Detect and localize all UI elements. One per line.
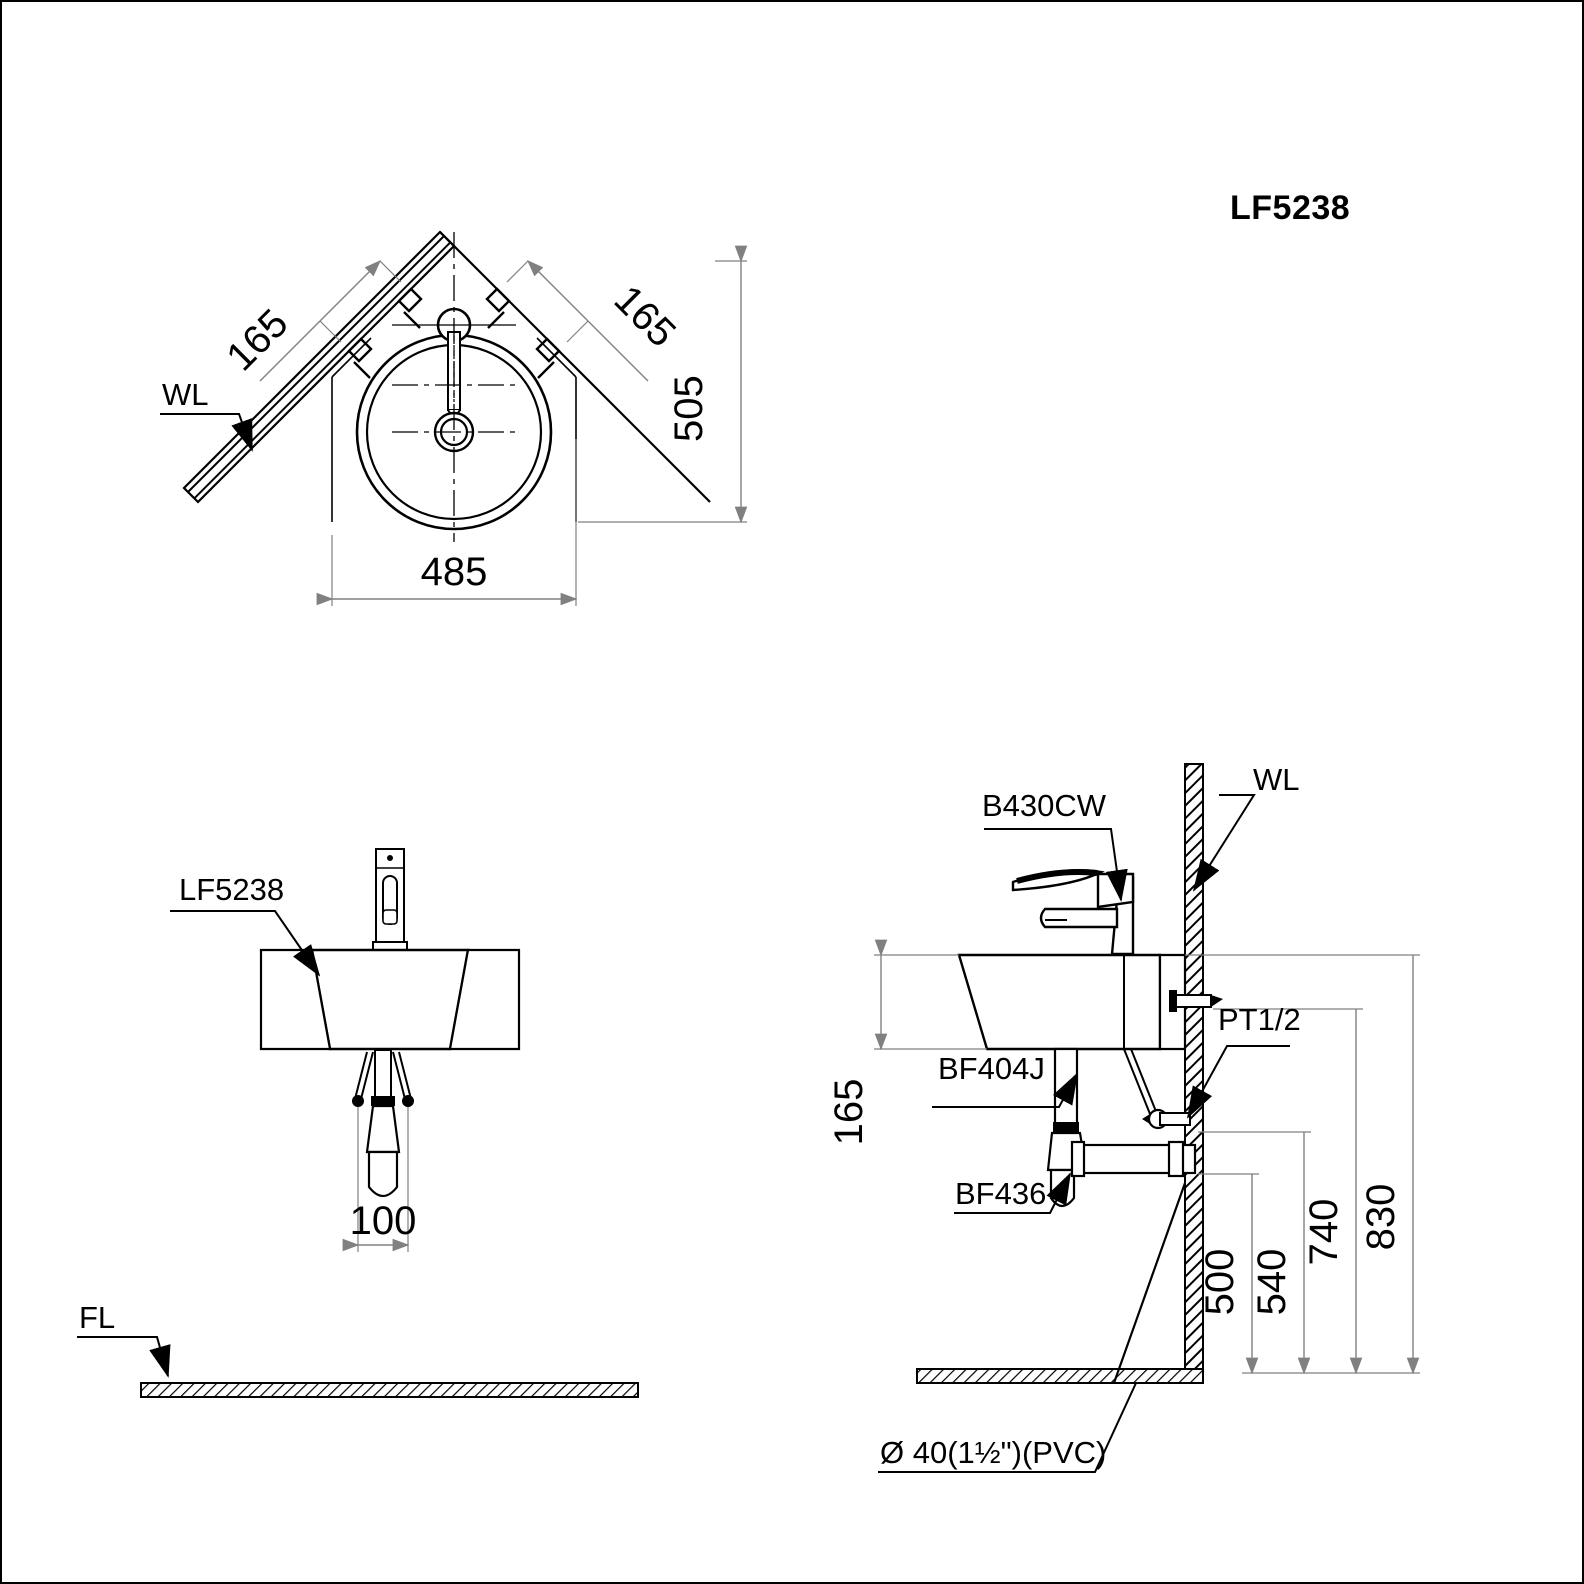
dim-value: 740 [1302,1199,1346,1266]
floor-side [916,1368,1204,1384]
plan-view: 165 165 505 485 [160,230,748,606]
wall-right [439,231,711,503]
label-bf436: BF436 [954,1172,1071,1214]
label-text: WL [162,377,209,412]
trap-side [1046,1047,1197,1208]
faucet-front [372,848,408,952]
label-text: LF5238 [179,872,284,907]
label-b430cw: B430CW [982,788,1128,902]
supply-stub [1169,990,1223,1012]
label-text: BF404J [938,1051,1045,1086]
label-waste-pipe: Ø 40(1½")(PVC) [878,1382,1137,1473]
dim-value: 505 [667,375,711,442]
label-lf5238-front: LF5238 [170,872,321,977]
dim-830: 830 [1185,954,1420,1375]
basin-side [957,953,1187,1051]
label-text: Ø 40(1½")(PVC) [880,1435,1106,1470]
trap-front [352,1049,414,1198]
front-elevation: 100 LF5238 FL [77,848,639,1398]
label-text: B430CW [982,788,1107,823]
label-wl-side: WL [1192,762,1300,892]
label-bf404j: BF404J [932,1051,1078,1108]
wall-left [182,230,456,504]
basin-front [259,948,521,1051]
label-wl-plan: WL [160,377,253,452]
dim-value: 165 [606,277,684,355]
plan-centerlines [392,232,516,542]
dim-value: 100 [350,1199,417,1243]
dim-485: 485 [316,439,578,606]
label-text: BF436 [955,1176,1046,1211]
dim-165-side: 165 [827,939,987,1146]
dim-500: 500 [1198,1173,1259,1375]
dim-540: 540 [1198,1131,1311,1375]
floor-front [140,1382,639,1398]
label-text: WL [1253,762,1300,797]
dim-value: 165 [827,1079,871,1146]
waste-pipe-line [1112,1182,1187,1384]
label-fl: FL [77,1300,171,1378]
label-text: FL [79,1300,115,1335]
dim-value: 165 [218,301,296,379]
dim-100: 100 [342,1107,417,1252]
dim-740: 740 [1213,1008,1363,1375]
dim-165-right: 165 [506,260,684,382]
dim-value: 485 [421,550,488,594]
dim-value: 830 [1359,1184,1403,1251]
side-elevation: 165 500 540 740 [827,762,1420,1473]
dim-505: 505 [578,245,748,524]
dim-value: 540 [1250,1249,1294,1316]
label-text: PT1/2 [1218,1002,1301,1037]
faucet-side [1011,869,1135,956]
label-pt12: PT1/2 [1187,1002,1301,1119]
page-title: LF5238 [1230,189,1351,227]
dim-value: 500 [1198,1249,1242,1316]
